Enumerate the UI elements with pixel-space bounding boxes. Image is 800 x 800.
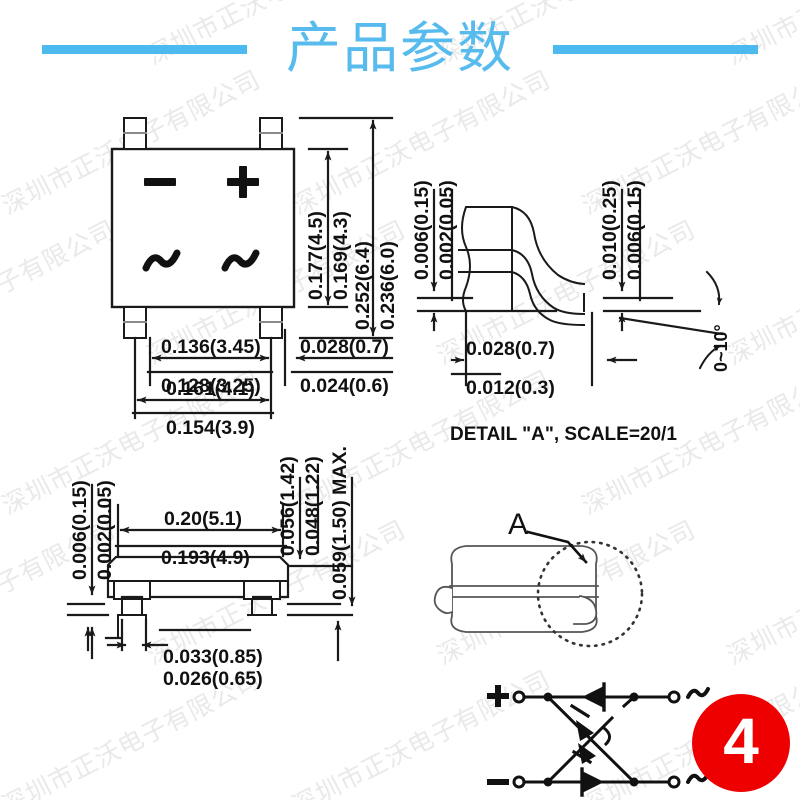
top-view-lead-br — [259, 306, 283, 339]
top-view-geometry — [110, 117, 296, 339]
dim-body-width-min: 0.154(3.9) — [166, 417, 255, 439]
minus-mark — [144, 178, 176, 186]
dim-side-standoff-max: 0.006(0.15) — [69, 480, 91, 580]
header-rule-left — [42, 45, 247, 54]
detail-a-circle — [536, 540, 644, 648]
dim-lead-foot-min: 0.026(0.65) — [163, 668, 263, 690]
detail-a-callout-label: A — [508, 508, 528, 541]
ac-mark-left — [142, 249, 181, 272]
dim-lead-angle: 0~10° — [711, 324, 731, 372]
dim-body-height-min: 0.169(4.3) — [330, 211, 352, 300]
dim-body-height-max: 0.177(4.5) — [305, 211, 327, 300]
dim-overall-thickness-max: 0.059(1.50) MAX. — [329, 446, 351, 600]
top-view-markings — [144, 166, 259, 198]
top-view-lead-tl — [123, 117, 147, 150]
dim-detail-standoff-min: 0.002(0.05) — [436, 180, 458, 280]
dim-lead-width-max: 0.028(0.7) — [300, 336, 389, 358]
dim-body-length-max: 0.20(5.1) — [164, 508, 242, 530]
dim-overall-height-max: 0.252(6.4) — [352, 241, 374, 330]
page-number-value: 4 — [723, 705, 759, 777]
iso-view-geometry — [433, 530, 644, 648]
plus-mark — [227, 166, 259, 198]
dim-lead-thickness-max: 0.010(0.25) — [599, 180, 621, 280]
dim-foot-length-max: 0.028(0.7) — [466, 338, 555, 360]
top-view-vertical-dims — [298, 116, 394, 340]
dim-lead-pitch-max: 0.136(3.45) — [161, 336, 261, 358]
top-view-lead-tr — [259, 117, 283, 150]
dim-side-standoff-min: 0.002(0.05) — [94, 480, 116, 580]
top-view-lead-bl — [123, 306, 147, 339]
dim-lead-thickness-min: 0.006(0.15) — [624, 180, 646, 280]
detail-a-geometry — [416, 188, 724, 387]
dim-lead-pitch-min: 0.128(3.25) — [161, 375, 261, 397]
dim-lead-width-min: 0.024(0.6) — [300, 375, 389, 397]
schematic-geometry — [487, 682, 710, 797]
dim-detail-standoff-max: 0.006(0.15) — [411, 180, 433, 280]
dim-body-width-max: 0.161(4.1) — [166, 378, 255, 400]
page-number-badge: 4 — [692, 694, 790, 792]
dim-body-thickness-min: 0.048(1.22) — [302, 456, 324, 556]
dim-body-length-min: 0.193(4.9) — [161, 547, 250, 569]
header-rule-right — [553, 45, 758, 54]
page-header: 产品参数 — [0, 0, 800, 108]
dim-foot-length-min: 0.012(0.3) — [466, 377, 555, 399]
top-view-horizontal-dims — [131, 328, 394, 420]
dim-lead-foot-max: 0.033(0.85) — [163, 646, 263, 668]
detail-a-caption: DETAIL "A", SCALE=20/1 — [450, 424, 677, 445]
dim-body-thickness-max: 0.056(1.42) — [277, 456, 299, 556]
ac-mark-right — [221, 249, 260, 272]
side-view-geometry — [66, 476, 356, 662]
dim-overall-height-min: 0.236(6.0) — [377, 241, 399, 330]
page-title: 产品参数 — [285, 16, 514, 80]
